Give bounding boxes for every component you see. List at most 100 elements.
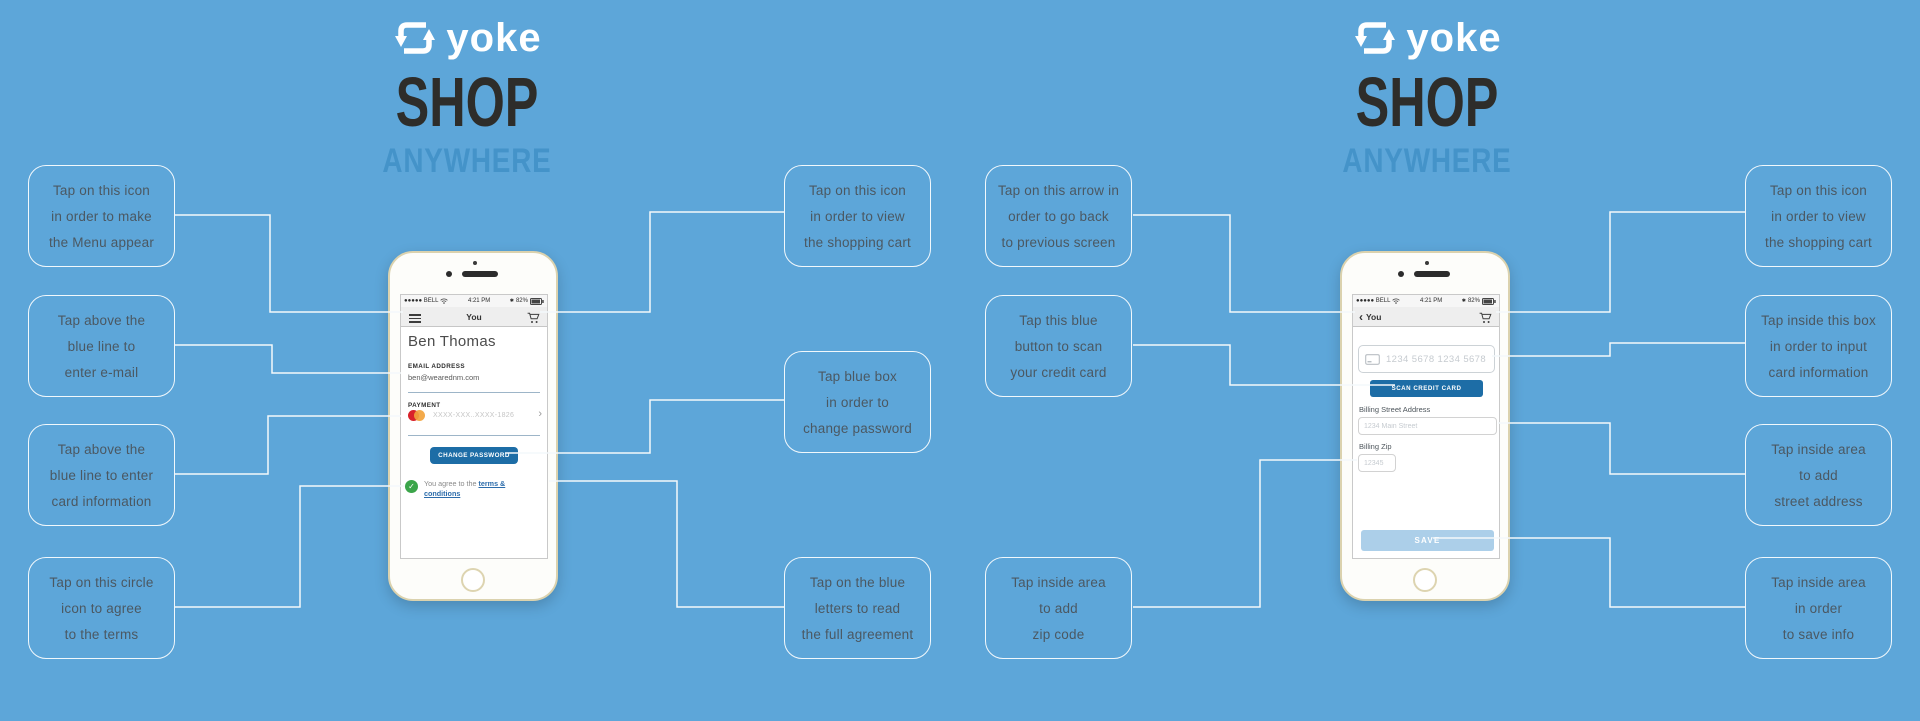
- phone-left: ●●●●● BELL 4:21 PM ✱ 82%: [388, 251, 558, 601]
- annotation-menu: Tap on this icon in order to make the Me…: [28, 165, 175, 267]
- note-line: in order to: [826, 394, 889, 410]
- annotation-save: Tap inside area in order to save info: [1745, 557, 1892, 659]
- note-line: to the terms: [64, 626, 139, 642]
- anywhere-subtitle: ANYWHERE: [382, 142, 552, 180]
- note-line: card information: [51, 493, 152, 509]
- note-line: your credit card: [1010, 364, 1107, 380]
- connector-line: [1498, 422, 1745, 475]
- email-label: EMAIL ADDRESS: [408, 363, 465, 370]
- street-label: Billing Street Address: [1359, 405, 1431, 414]
- annotation-card-info: Tap above the blue line to enter card in…: [28, 424, 175, 526]
- card-number-input[interactable]: [1386, 353, 1491, 365]
- note-line: to save info: [1782, 626, 1855, 642]
- back-button[interactable]: ‹ You: [1359, 310, 1381, 324]
- brand-name: yoke: [446, 15, 542, 60]
- note-line: order to go back: [1008, 208, 1109, 224]
- change-password-button[interactable]: CHANGE PASSWORD: [430, 447, 518, 464]
- note-line: card information: [1768, 364, 1869, 380]
- terms-checkbox-icon[interactable]: ✓: [405, 480, 418, 493]
- card-number-field[interactable]: [1358, 345, 1495, 373]
- home-button[interactable]: [1413, 568, 1437, 592]
- email-value[interactable]: ben@wearednm.com: [408, 373, 480, 382]
- note-line: in order: [1794, 600, 1843, 616]
- note-line: Tap on this icon: [1769, 182, 1867, 198]
- logo-right: yoke SHOP ANYWHERE: [1277, 12, 1577, 180]
- battery-icon: [1481, 297, 1496, 305]
- note-line: Tap inside area: [1771, 441, 1866, 457]
- note-line: blue line to enter: [49, 467, 154, 483]
- connector-line: [1496, 211, 1745, 313]
- connector-line: [175, 214, 403, 313]
- chevron-right-icon[interactable]: ›: [538, 408, 542, 420]
- wifi-icon: [440, 298, 449, 304]
- scan-credit-card-button[interactable]: SCAN CREDIT CARD: [1370, 380, 1483, 397]
- note-line: Tap on this arrow in: [997, 182, 1120, 198]
- hamburger-menu-icon[interactable]: [409, 314, 421, 325]
- nav-bar: You: [401, 307, 547, 327]
- street-input[interactable]: [1358, 417, 1497, 435]
- note-line: zip code: [1032, 626, 1085, 642]
- sensor-dot: [1398, 271, 1404, 277]
- annotation-back-arrow: Tap on this arrow in order to go back to…: [985, 165, 1132, 267]
- annotation-cart-right: Tap on this icon in order to view the sh…: [1745, 165, 1892, 267]
- email-divider-line: [408, 392, 540, 393]
- brand-name: yoke: [1406, 15, 1502, 60]
- phone-right: ●●●●● BELL 4:21 PM ✱ 82%: [1340, 251, 1510, 601]
- note-line: the shopping cart: [804, 234, 911, 250]
- note-line: letters to read: [814, 600, 901, 616]
- terms-link[interactable]: terms & conditions: [424, 479, 506, 498]
- note-line: street address: [1774, 493, 1863, 509]
- save-button[interactable]: SAVE: [1361, 530, 1494, 551]
- zip-input[interactable]: [1358, 454, 1396, 472]
- note-line: change password: [803, 420, 912, 436]
- annotation-agreement: Tap on the blue letters to read the full…: [784, 557, 931, 659]
- note-line: to previous screen: [1001, 234, 1116, 250]
- speaker-grille: [1414, 271, 1450, 277]
- time-text: 4:21 PM: [467, 298, 491, 304]
- annotation-terms-circle: Tap on this circle icon to agree to the …: [28, 557, 175, 659]
- annotation-street-address: Tap inside area to add street address: [1745, 424, 1892, 526]
- note-line: Tap on the blue: [809, 574, 906, 590]
- battery-icon: [529, 297, 544, 305]
- connector-line: [1133, 459, 1357, 608]
- status-bar: ●●●●● BELL 4:21 PM ✱ 82%: [1353, 295, 1499, 307]
- anywhere-subtitle: ANYWHERE: [1342, 142, 1512, 180]
- payment-masked-number[interactable]: XXXX-XXX..XXXX-1826: [433, 412, 515, 419]
- nav-bar: ‹ You: [1353, 307, 1499, 327]
- connector-line: [1133, 214, 1355, 313]
- annotation-card-box: Tap inside this box in order to input ca…: [1745, 295, 1892, 397]
- yoke-cycle-icon: [395, 22, 436, 54]
- note-line: in order to input: [1769, 338, 1868, 354]
- phone-left-screen: ●●●●● BELL 4:21 PM ✱ 82%: [400, 294, 548, 559]
- cart-icon[interactable]: [1479, 312, 1492, 324]
- note-line: Tap inside this box: [1761, 312, 1876, 328]
- connector-line: [1492, 342, 1745, 357]
- payment-label: PAYMENT: [408, 402, 441, 409]
- note-line: Tap on this circle: [49, 574, 154, 590]
- annotation-email: Tap above the blue line to enter e-mail: [28, 295, 175, 397]
- cart-icon[interactable]: [527, 312, 540, 324]
- note-line: Tap inside area: [1011, 574, 1106, 590]
- note-line: Tap this blue: [1019, 312, 1098, 328]
- carrier-text: ●●●●● BELL: [1356, 298, 1391, 304]
- zip-label: Billing Zip: [1359, 442, 1392, 451]
- note-line: enter e-mail: [64, 364, 139, 380]
- note-line: to add: [1799, 467, 1838, 483]
- connector-line: [549, 480, 784, 608]
- note-line: the shopping cart: [1765, 234, 1872, 250]
- payment-divider-line: [408, 435, 540, 436]
- bluetooth-icon: ✱: [1461, 298, 1466, 304]
- note-line: icon to agree: [61, 600, 142, 616]
- bluetooth-icon: ✱: [509, 298, 514, 304]
- status-bar: ●●●●● BELL 4:21 PM ✱ 82%: [401, 295, 547, 307]
- connector-line: [175, 344, 401, 374]
- mastercard-icon: [408, 410, 428, 422]
- note-line: Tap on this icon: [52, 182, 150, 198]
- note-line: the full agreement: [801, 626, 914, 642]
- sensor-dot: [446, 271, 452, 277]
- home-button[interactable]: [461, 568, 485, 592]
- terms-text: You agree to the terms & conditions: [424, 479, 524, 498]
- note-line: in order to view: [810, 208, 905, 224]
